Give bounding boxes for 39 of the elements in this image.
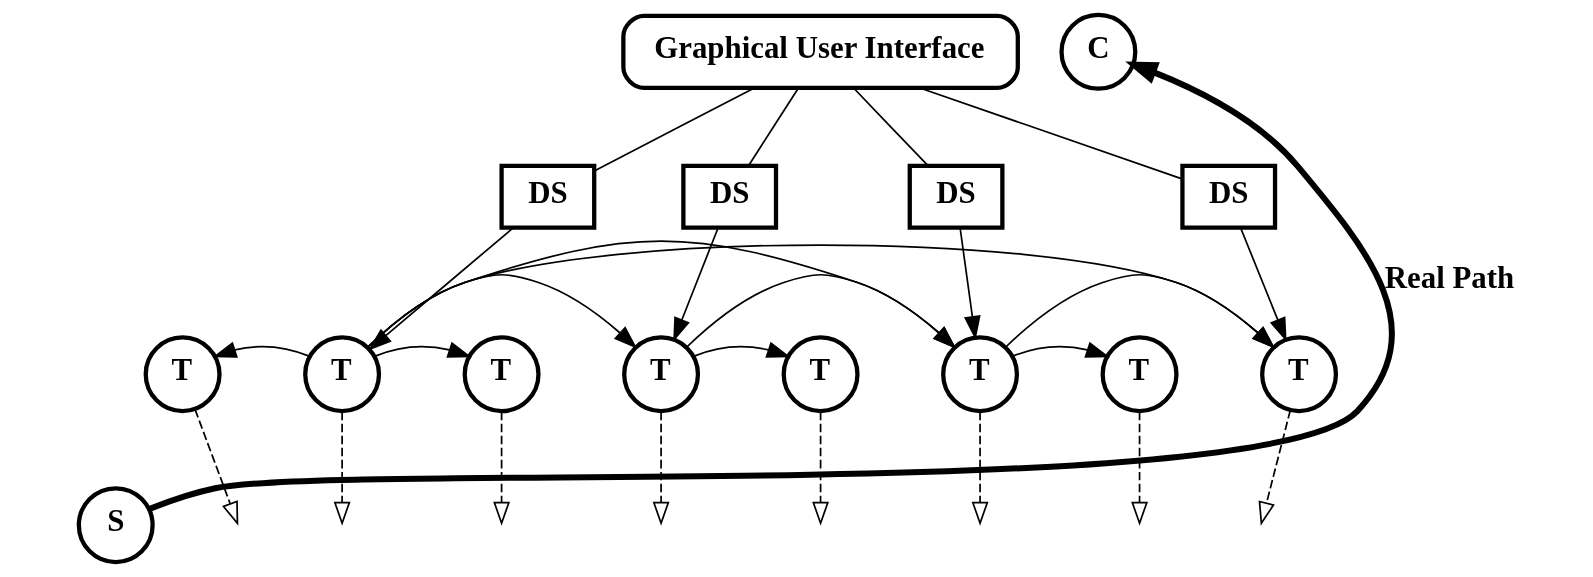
- node-circle: T: [462, 335, 541, 414]
- node-box: DS: [680, 163, 778, 230]
- arrow: [212, 341, 311, 358]
- arrow: [652, 410, 669, 526]
- node-circle: T: [302, 335, 381, 414]
- node-circle: T: [940, 335, 1019, 414]
- arrow: [366, 240, 956, 349]
- arrow: [1004, 273, 1275, 349]
- node-circle: T: [781, 335, 860, 414]
- connector: [852, 87, 929, 167]
- node-circle: T: [621, 335, 700, 414]
- arrow: [147, 61, 1395, 512]
- node-circle: C: [1058, 12, 1137, 91]
- arrow: [333, 410, 350, 526]
- node-box: DS: [907, 163, 1004, 230]
- arrow: [373, 341, 472, 358]
- arrow: [1239, 227, 1287, 342]
- arrow: [811, 410, 829, 526]
- arrow: [672, 227, 719, 342]
- arrow: [492, 410, 510, 526]
- arrow: [685, 273, 956, 349]
- arrow: [1130, 410, 1148, 526]
- node-box: DS: [1179, 163, 1277, 230]
- node-circle: T: [1259, 335, 1338, 414]
- arrow: [366, 244, 1275, 349]
- arrow: [367, 227, 514, 351]
- arrow: [1258, 409, 1291, 526]
- node-circle: S: [76, 486, 155, 565]
- node-box: DS: [498, 163, 596, 230]
- arrow: [692, 341, 791, 358]
- arrow: [366, 273, 637, 349]
- arrow: [193, 408, 238, 526]
- node-circle: T: [143, 335, 222, 414]
- connector: [747, 87, 799, 167]
- node-box: Graphical User Interface: [620, 13, 1020, 90]
- edge-label: Real Path: [1384, 261, 1514, 296]
- arrow: [971, 410, 988, 526]
- arrow: [1011, 341, 1110, 358]
- node-circle: T: [1100, 335, 1179, 414]
